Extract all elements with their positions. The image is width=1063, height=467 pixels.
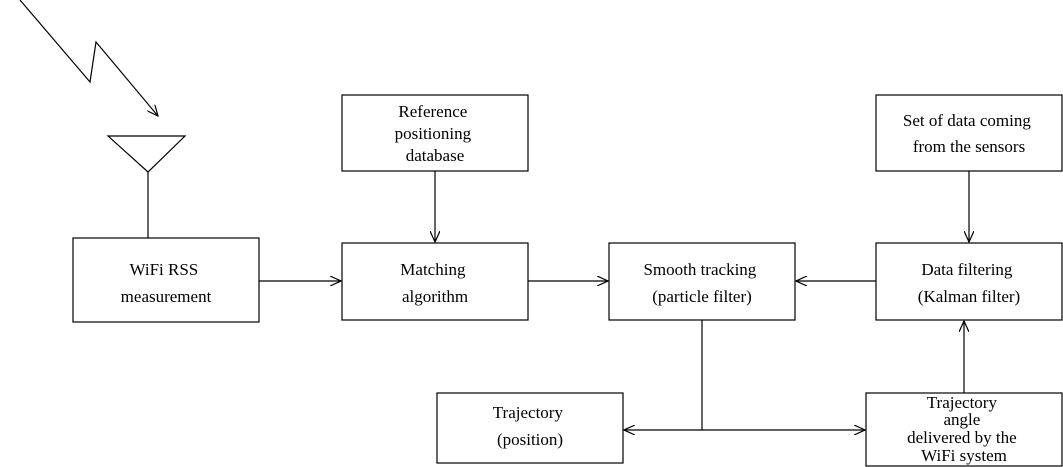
data-filtering-line: Data filtering [921, 260, 1013, 279]
wifi-rss-box: WiFi RSS measurement [72, 237, 260, 323]
trajectory-angle-line: Trajectory [927, 393, 998, 412]
reference-db-line: positioning [395, 124, 472, 143]
svg-text:Smooth tracking (particl: Smooth tracking (particle filter) [643, 260, 760, 306]
sensors-line: Set of data coming [903, 111, 1031, 130]
antenna-icon [106, 135, 187, 238]
trajectory-line: Trajectory [493, 403, 564, 422]
trajectory-line: (position) [497, 430, 563, 449]
wifi-rss-line: measurement [121, 287, 212, 306]
svg-text:WiFi RSS measurement: WiFi RSS measurement [121, 260, 212, 306]
trajectory-angle-line: angle [943, 410, 980, 429]
reference-db-line: database [406, 146, 465, 165]
trajectory-position-box: Trajectory (position) [436, 392, 624, 464]
svg-text:Matching algorithm: Matching algorithm [400, 260, 469, 306]
svg-text:Reference positioning: Reference positioning database [395, 102, 476, 165]
matching-line: algorithm [402, 287, 468, 306]
trajectory-angle-line: WiFi system [921, 446, 1007, 465]
sensors-line: from the sensors [913, 137, 1025, 156]
smooth-tracking-line: (particle filter) [652, 287, 752, 306]
signal-bolt-icon [19, 0, 158, 116]
svg-text:Trajectory angle d: Trajectory angle delivered by the WiFi s… [907, 393, 1021, 465]
svg-text:Trajectory (position): Trajectory (position) [493, 403, 567, 449]
reference-db-line: Reference [398, 102, 467, 121]
trajectory-angle-box: Trajectory angle delivered by the WiFi s… [865, 392, 1063, 467]
trajectory-angle-line: delivered by the [907, 428, 1017, 447]
svg-text:Set of data coming from: Set of data coming from the sensors [903, 111, 1035, 156]
data-filtering-box: Data filtering (Kalman filter) [875, 242, 1063, 321]
smooth-tracking-line: Smooth tracking [643, 260, 756, 279]
svg-text:Data filtering (Kalman f: Data filtering (Kalman filter) [918, 260, 1020, 306]
reference-database-box: Reference positioning database [341, 94, 529, 172]
data-filtering-line: (Kalman filter) [918, 287, 1020, 306]
matching-algorithm-box: Matching algorithm [341, 242, 529, 321]
sensors-data-box: Set of data coming from the sensors [875, 94, 1063, 172]
smooth-tracking-box: Smooth tracking (particle filter) [608, 242, 796, 321]
wifi-rss-line: WiFi RSS [129, 260, 198, 279]
matching-line: Matching [400, 260, 466, 279]
